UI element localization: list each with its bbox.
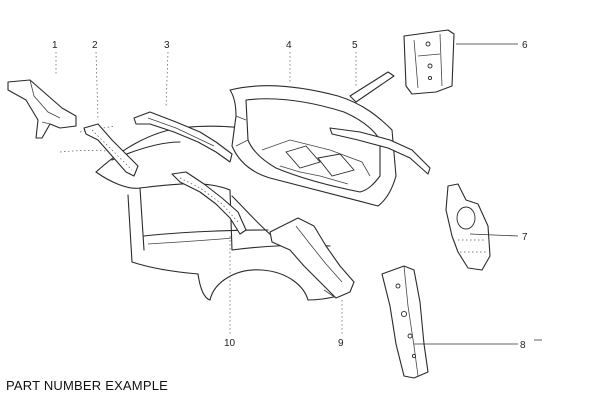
caption-part-number-example: PART NUMBER EXAMPLE [6,378,169,393]
callout-2: 2 [92,40,98,51]
part-2-pillar-strip [83,123,139,177]
leader-lines [55,43,542,345]
callout-4: 4 [286,40,292,51]
callout-6: 6 [522,40,528,51]
part-3-roof-rail [133,111,233,163]
part-4-rear-window-frame [229,85,397,207]
part-6-bracket-plate [403,29,455,95]
callout-5: 5 [352,40,358,51]
callout-1: 1 [52,40,58,51]
callout-8: 8 [520,340,526,351]
callout-7: 7 [522,232,528,243]
callout-9: 9 [338,338,344,349]
part-7-inner-panel [445,183,491,271]
part-10-pillar-strip [171,171,247,235]
part-8-channel-member [381,265,429,379]
callout-10: 10 [224,338,236,349]
rear-side-strip [329,127,431,175]
part-5-upper-strip [349,71,395,103]
part-1-pillar-reinforcement [7,79,77,139]
callout-3: 3 [164,40,170,51]
callout-labels: 1 2 3 4 5 6 7 8 9 10 [52,40,528,351]
part-9-lower-bracket [269,217,355,299]
